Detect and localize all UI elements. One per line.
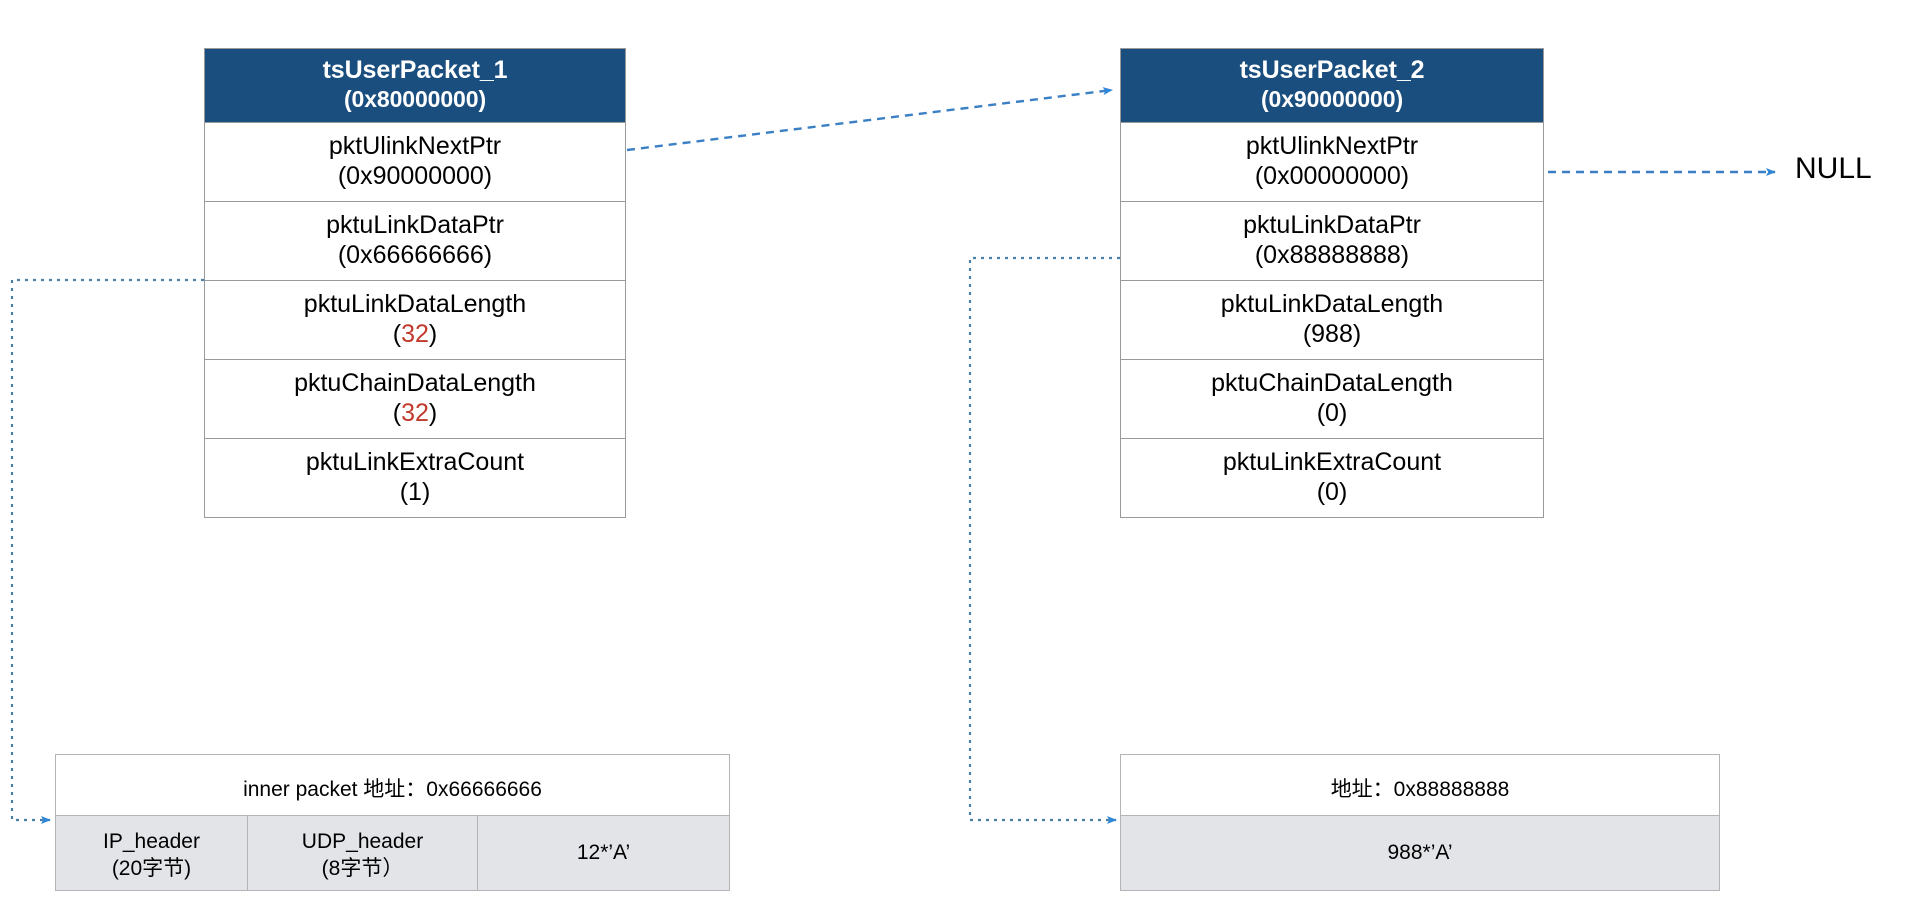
memory-cell-line1: 988*’A’	[1387, 841, 1453, 864]
memory-cell-line1: UDP_header	[301, 830, 424, 853]
field-row-pktUlinkNextPtr: pktUlinkNextPtr (0x90000000)	[205, 121, 625, 201]
field-label: pktUlinkNextPtr	[328, 131, 502, 160]
field-value: (0x90000000)	[337, 161, 493, 190]
field-row-pktuLinkDataPtr: pktuLinkDataPtr (0x66666666)	[205, 200, 625, 280]
field-value: (0x66666666)	[337, 240, 493, 269]
memory-cell-line1: IP_header	[103, 830, 200, 853]
field-value-number: 32	[401, 398, 429, 427]
field-row-pktUlinkNextPtr: pktUlinkNextPtr (0x00000000)	[1121, 121, 1543, 201]
field-value-number: 32	[401, 319, 429, 348]
memory-block-inner-packet: inner packet 地址：0x66666666 IP_header (20…	[55, 754, 730, 891]
field-row-pktuLinkDataPtr: pktuLinkDataPtr (0x88888888)	[1121, 200, 1543, 280]
field-value: (1)	[399, 477, 431, 506]
memory-block-cells: 988*’A’	[1121, 815, 1719, 890]
wire-packet1-data-to-memblock1	[10, 278, 204, 824]
struct-address: (0x90000000)	[1260, 85, 1404, 112]
field-label: pktuLinkExtraCount	[305, 447, 525, 476]
field-row-pktuLinkExtraCount: pktuLinkExtraCount (1)	[205, 437, 625, 517]
struct-title: tsUserPacket_1	[322, 56, 508, 84]
memory-block-cells: IP_header (20字节) UDP_header (8字节） 12*’A’	[56, 815, 729, 890]
field-row-pktuLinkDataLength: pktuLinkDataLength (32)	[205, 279, 625, 359]
memory-cell-ip-header: IP_header (20字节)	[56, 816, 248, 890]
field-value: (0x00000000)	[1254, 161, 1410, 190]
memory-block-address-label: 地址：0x88888888	[1330, 778, 1510, 801]
field-label: pktuLinkDataLength	[1220, 289, 1444, 318]
memory-cell-line2: (8字节）	[321, 856, 404, 880]
memory-block-packet2-data: 地址：0x88888888 988*’A’	[1120, 754, 1720, 891]
field-label: pktuChainDataLength	[1211, 368, 1453, 397]
field-value: (32)	[392, 319, 438, 348]
null-label: NULL	[1795, 152, 1872, 185]
field-label: pktuLinkExtraCount	[1222, 447, 1442, 476]
memory-cell-payload: 988*’A’	[1121, 816, 1719, 890]
struct-header-tsUserPacket_2: tsUserPacket_2 (0x90000000)	[1121, 49, 1543, 122]
field-value: (0)	[1316, 477, 1348, 506]
field-label: pktUlinkNextPtr	[1245, 131, 1419, 160]
memory-cell-line1: 12*’A’	[576, 841, 631, 864]
struct-header-tsUserPacket_1: tsUserPacket_1 (0x80000000)	[205, 49, 625, 122]
struct-title: tsUserPacket_2	[1239, 56, 1425, 84]
field-label: pktuChainDataLength	[294, 368, 536, 397]
field-value: (0x88888888)	[1254, 240, 1410, 269]
field-row-pktuLinkExtraCount: pktuLinkExtraCount (0)	[1121, 437, 1543, 517]
field-row-pktuLinkDataLength: pktuLinkDataLength (988)	[1121, 279, 1543, 359]
field-row-pktuChainDataLength: pktuChainDataLength (32)	[205, 358, 625, 438]
wire-packet2-data-to-memblock2	[968, 256, 1120, 824]
field-label: pktuLinkDataPtr	[1243, 210, 1421, 239]
memory-cell-payload: 12*’A’	[478, 816, 729, 890]
field-value: (0)	[1316, 398, 1348, 427]
memory-block-address-label: inner packet 地址：0x66666666	[243, 778, 542, 801]
field-label: pktuLinkDataLength	[303, 289, 527, 318]
struct-box-tsUserPacket_1: tsUserPacket_1 (0x80000000) pktUlinkNext…	[204, 48, 626, 518]
wire-packet1-next-to-packet2	[626, 87, 1113, 152]
field-row-pktuChainDataLength: pktuChainDataLength (0)	[1121, 358, 1543, 438]
field-value: (988)	[1302, 319, 1362, 348]
field-value: (32)	[392, 398, 438, 427]
struct-box-tsUserPacket_2: tsUserPacket_2 (0x90000000) pktUlinkNext…	[1120, 48, 1544, 518]
memory-cell-line2: (20字节)	[111, 856, 192, 880]
memory-cell-udp-header: UDP_header (8字节）	[248, 816, 478, 890]
field-label: pktuLinkDataPtr	[326, 210, 504, 239]
struct-address: (0x80000000)	[343, 85, 487, 112]
